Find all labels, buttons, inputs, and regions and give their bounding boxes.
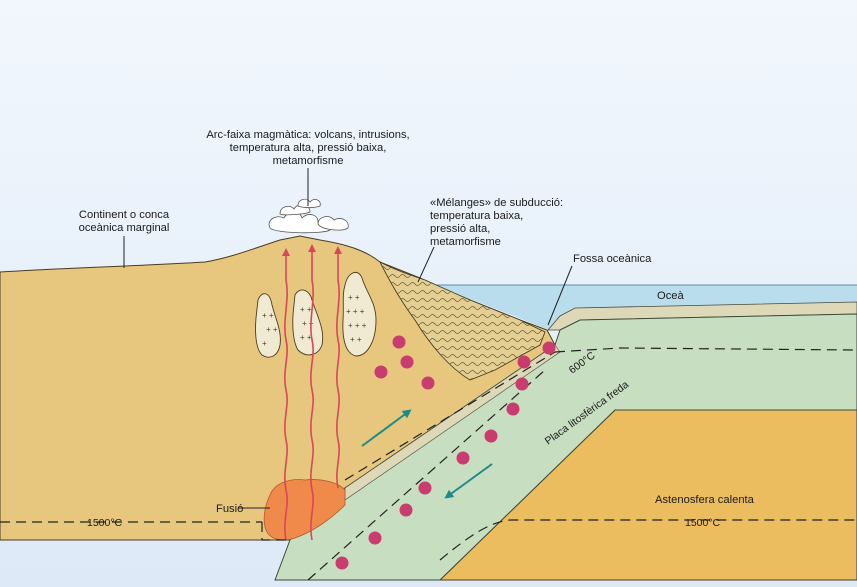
plate-motion-arrows — [361, 409, 493, 499]
isotherms — [0, 347, 857, 561]
ocean-label: Oceà — [657, 290, 685, 302]
trench-label: Fossa oceànica — [573, 253, 652, 265]
melanges-label-line3: pressió alta, — [430, 223, 490, 235]
svg-text:+ +: + + — [302, 319, 314, 328]
svg-text:+ +: + + — [350, 335, 362, 344]
svg-text:+ + +: + + + — [346, 307, 365, 316]
melanges-label-line1: «Mélanges» de subducció: — [430, 197, 563, 209]
arc-label-line1: Arc-faixa magmàtica: volcans, intrusions… — [206, 129, 409, 141]
leader-lines — [123, 168, 573, 509]
melanges-label-line4: metamorfisme — [430, 236, 501, 248]
svg-text:+ +: + + — [300, 305, 312, 314]
isotherm-1500-left-label: 1500°C — [87, 517, 123, 529]
svg-text:+ +: + + — [348, 293, 360, 302]
ocean-water — [430, 285, 857, 330]
volcanic-eruption-clouds — [268, 198, 349, 234]
svg-text:+: + — [262, 339, 267, 348]
continent-label-line2: oceànica marginal — [79, 222, 170, 234]
slab-isotherm-line — [307, 369, 546, 581]
arc-label-line3: metamorfisme — [273, 155, 344, 167]
melanges-label-line2: temperatura baixa, — [430, 210, 523, 222]
arc-label-line2: temperatura alta, pressió baixa, — [230, 142, 387, 154]
magma-arrows — [282, 244, 342, 541]
isotherm-1500-right-label: 1500°C — [685, 517, 721, 529]
svg-text:+ +: + + — [266, 325, 278, 334]
svg-text:+ +: + + — [300, 333, 312, 342]
svg-text:+ +: + + — [262, 311, 274, 320]
melting-label: Fusió — [216, 503, 243, 515]
granite-intrusions: + + + + + + + + + + + + + + + + + + + + … — [255, 271, 377, 358]
pressure-dots — [335, 335, 556, 570]
asthenosphere-label: Astenosfera calenta — [655, 494, 755, 506]
svg-text:+ + +: + + + — [348, 321, 367, 330]
continent-label-line1: Continent o conca — [79, 209, 170, 221]
